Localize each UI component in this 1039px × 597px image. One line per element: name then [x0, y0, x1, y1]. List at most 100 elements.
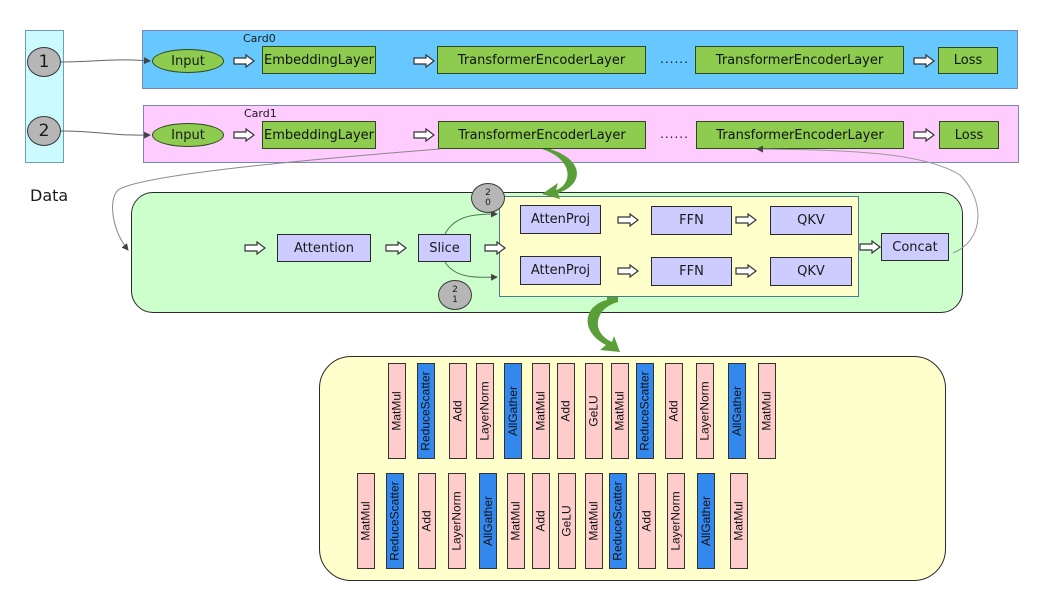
operator-label: AllGather: [506, 385, 520, 437]
operator-label: LayerNorm: [450, 491, 465, 551]
operator-allgather[interactable]: AllGather: [697, 473, 715, 569]
operator-label: MatMul: [509, 501, 523, 541]
operator-matmul[interactable]: MatMul: [507, 473, 525, 569]
card0-input-node[interactable]: Input: [152, 49, 224, 73]
operator-label: Add: [667, 400, 682, 422]
operator-label: GeLU: [560, 505, 575, 537]
operator-reducescatter[interactable]: ReduceScatter: [417, 363, 435, 459]
operator-label: MatMul: [534, 391, 548, 431]
operator-layernorm[interactable]: LayerNorm: [667, 473, 685, 569]
operator-reducescatter[interactable]: ReduceScatter: [386, 473, 404, 569]
card1-label: Card1: [244, 107, 277, 120]
operator-matmul[interactable]: MatMul: [357, 473, 375, 569]
pre-attention-flow-arrow-icon: [244, 241, 266, 255]
operator-add[interactable]: Add: [418, 473, 436, 569]
branch1-ffn-to-qkv-flow-arrow-icon: [735, 264, 757, 278]
operator-label: LayerNorm: [478, 381, 493, 441]
card0-loss[interactable]: Loss: [938, 47, 998, 74]
data-label: Data: [30, 186, 69, 205]
operator-label: Add: [534, 510, 549, 532]
branch0-attenproj[interactable]: AttenProj: [520, 205, 601, 234]
concat-node[interactable]: Concat: [881, 233, 949, 261]
data-shard-1-label: 1: [38, 52, 50, 72]
card1-transformer-encoder-layer-last[interactable]: TransformerEncoderLayer: [696, 121, 904, 149]
operator-gelu[interactable]: GeLU: [558, 473, 576, 569]
slice-marker-21: 2 1: [438, 280, 472, 310]
operator-layernorm[interactable]: LayerNorm: [476, 363, 494, 459]
operator-allgather[interactable]: AllGather: [728, 363, 746, 459]
operator-matmul[interactable]: MatMul: [532, 363, 550, 459]
branch1-qkv[interactable]: QKV: [770, 257, 852, 286]
slice-marker-20-top: 2: [485, 188, 491, 198]
card1-flow-arrow-icon: [913, 128, 935, 142]
operator-label: MatMul: [613, 391, 627, 431]
card1-flow-arrow-icon: [413, 128, 435, 142]
operator-label: Add: [451, 400, 466, 422]
operator-label: ReduceScatter: [388, 481, 403, 561]
branch1-attenproj[interactable]: AttenProj: [520, 256, 601, 285]
branch0-attenproj-to-ffn-flow-arrow-icon: [617, 213, 639, 227]
card0-flow-arrow-icon: [233, 54, 255, 68]
slice-to-branches-flow-arrow-icon: [484, 241, 506, 255]
operator-label: ReduceScatter: [419, 371, 434, 451]
card1-input-node[interactable]: Input: [152, 123, 224, 147]
operator-reducescatter[interactable]: ReduceScatter: [636, 363, 654, 459]
card1-transformer-encoder-layer-first[interactable]: TransformerEncoderLayer: [438, 121, 646, 149]
operator-reducescatter[interactable]: ReduceScatter: [609, 473, 627, 569]
operator-matmul[interactable]: MatMul: [611, 363, 629, 459]
operator-add[interactable]: Add: [665, 363, 683, 459]
operator-label: AllGather: [699, 495, 713, 547]
operator-label: MatMul: [732, 501, 746, 541]
data1-to-card0-connector: [60, 57, 151, 65]
operator-matmul[interactable]: MatMul: [585, 473, 603, 569]
operator-add[interactable]: Add: [557, 363, 575, 459]
operator-layernorm[interactable]: LayerNorm: [696, 363, 714, 459]
operator-add[interactable]: Add: [449, 363, 467, 459]
data2-to-card1-connector: [60, 130, 151, 139]
slice-node[interactable]: Slice: [418, 234, 471, 262]
branch0-ffn[interactable]: FFN: [651, 206, 732, 235]
operator-label: ReduceScatter: [611, 481, 626, 561]
card0-ellipsis: ......: [660, 52, 689, 66]
operator-label: MatMul: [390, 391, 404, 431]
operator-label: Add: [559, 400, 574, 422]
slice-marker-21-bottom: 1: [452, 295, 458, 305]
operator-sequence-panel: [319, 356, 946, 581]
operator-label: LayerNorm: [669, 491, 684, 551]
card1-loss[interactable]: Loss: [939, 121, 999, 149]
operator-allgather[interactable]: AllGather: [479, 473, 497, 569]
operator-label: Add: [640, 510, 655, 532]
slice-marker-20: 2 0: [471, 183, 505, 213]
card1-embedding-layer[interactable]: EmbeddingLayer: [262, 121, 376, 149]
data-shard-2[interactable]: 2: [27, 116, 61, 146]
attention-to-slice-flow-arrow-icon: [385, 241, 407, 255]
operator-matmul[interactable]: MatMul: [388, 363, 406, 459]
attention-node[interactable]: Attention: [277, 234, 371, 262]
operator-label: GeLU: [587, 395, 602, 427]
card0-flow-arrow-icon: [913, 54, 935, 68]
card0-transformer-encoder-layer-first[interactable]: TransformerEncoderLayer: [437, 46, 646, 74]
operator-layernorm[interactable]: LayerNorm: [448, 473, 466, 569]
operator-gelu[interactable]: GeLU: [585, 363, 603, 459]
slice-marker-20-bottom: 0: [485, 198, 491, 208]
branches-to-concat-flow-arrow-icon: [859, 240, 881, 254]
operator-label: MatMul: [760, 391, 774, 431]
card0-embedding-layer[interactable]: EmbeddingLayer: [262, 46, 376, 74]
operator-add[interactable]: Add: [532, 473, 550, 569]
operator-matmul[interactable]: MatMul: [730, 473, 748, 569]
data-shard-1[interactable]: 1: [27, 47, 61, 77]
operator-allgather[interactable]: AllGather: [504, 363, 522, 459]
branch0-qkv[interactable]: QKV: [770, 206, 852, 235]
card0-transformer-encoder-layer-last[interactable]: TransformerEncoderLayer: [695, 46, 904, 74]
operator-add[interactable]: Add: [638, 473, 656, 569]
operator-label: MatMul: [359, 501, 373, 541]
operator-matmul[interactable]: MatMul: [758, 363, 776, 459]
card0-flow-arrow-icon: [413, 54, 435, 68]
branch1-ffn[interactable]: FFN: [651, 257, 732, 286]
operator-label: AllGather: [481, 495, 495, 547]
slice-marker-21-top: 2: [452, 285, 458, 295]
card0-label: Card0: [243, 32, 276, 45]
branch1-attenproj-to-ffn-flow-arrow-icon: [617, 264, 639, 278]
operator-label: LayerNorm: [698, 381, 713, 441]
card1-flow-arrow-icon: [233, 128, 255, 142]
